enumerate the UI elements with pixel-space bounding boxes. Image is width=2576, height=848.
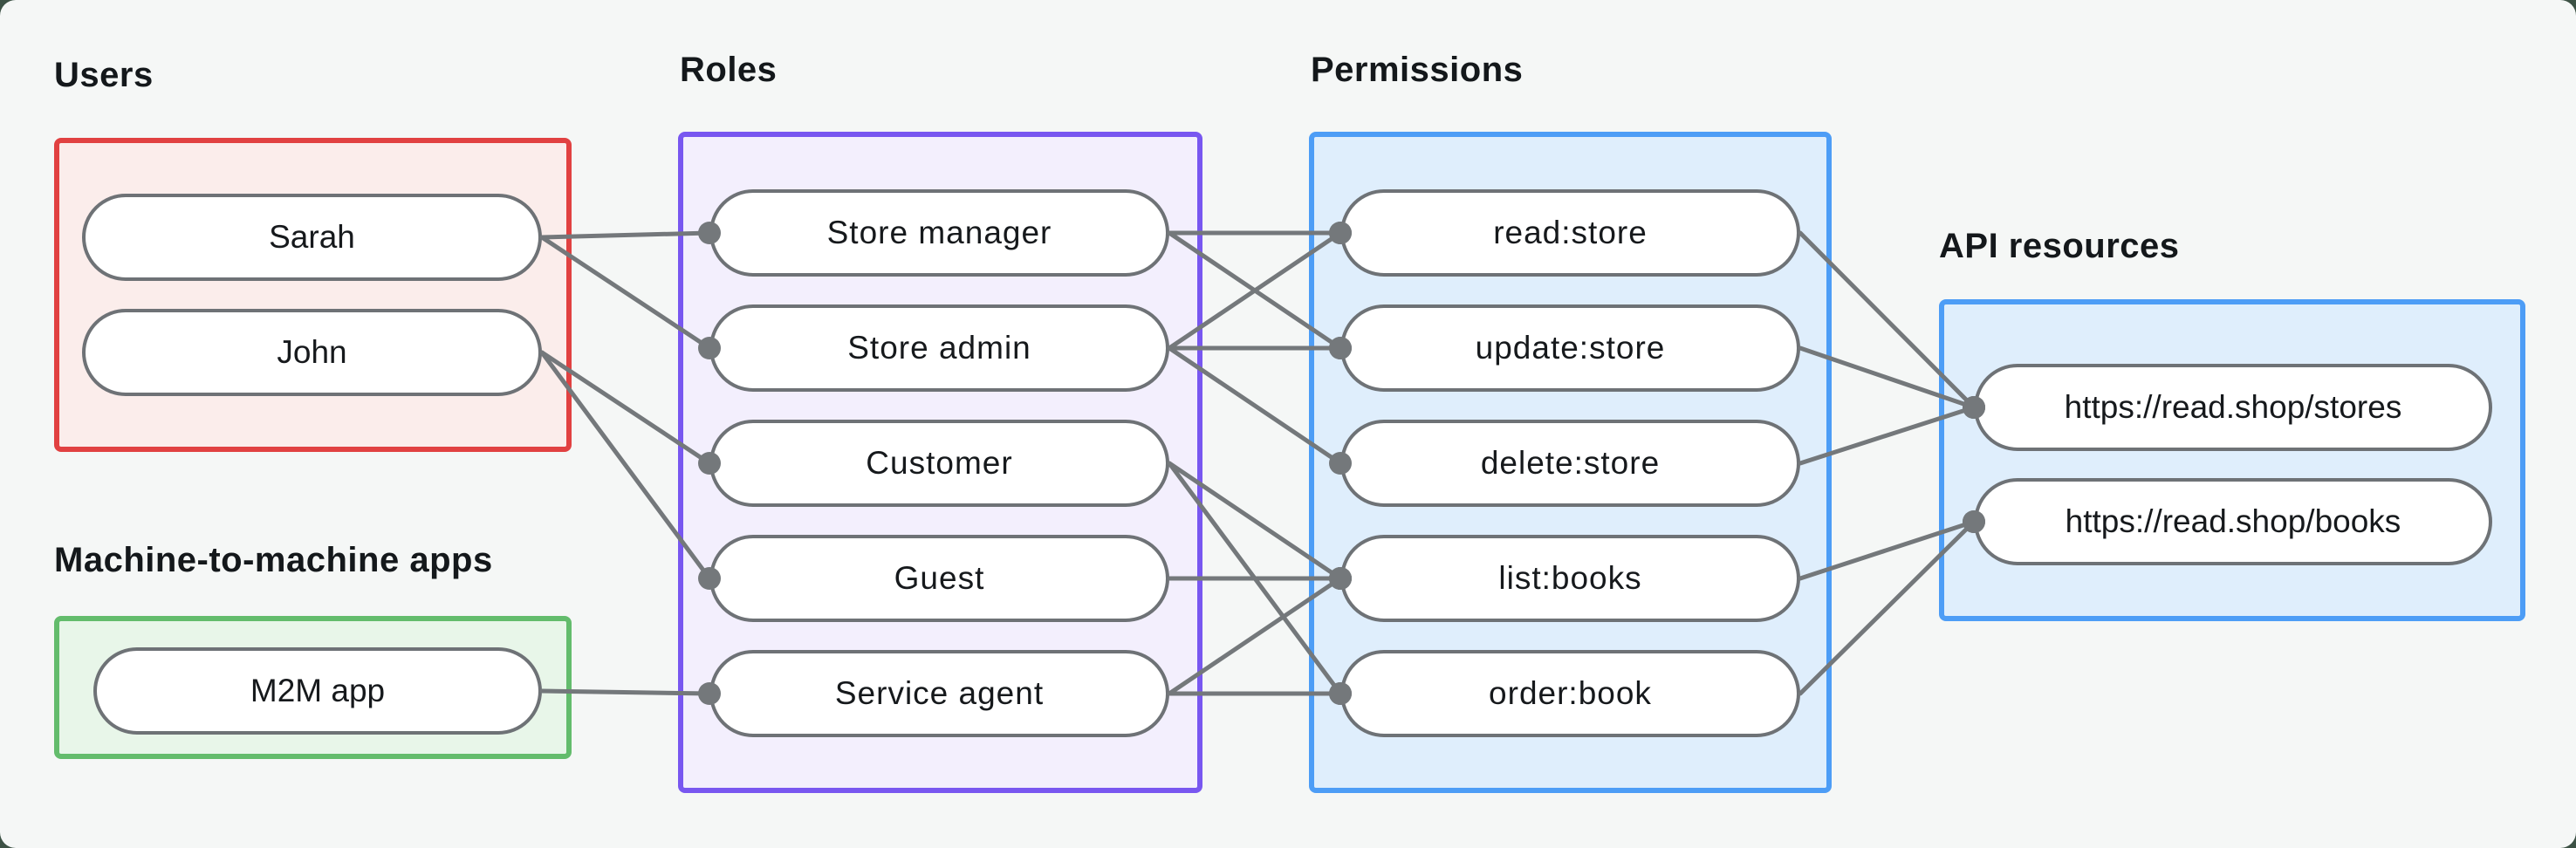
node-role-customer: Customer: [709, 420, 1169, 507]
node-user-sarah: Sarah: [82, 194, 542, 281]
node-permission-delete-store: delete:store: [1340, 420, 1800, 507]
node-user-john: John: [82, 309, 542, 396]
node-api-stores: https://read.shop/stores: [1974, 364, 2492, 451]
api-resources-group-box: [1939, 299, 2525, 621]
api-resources-heading: API resources: [1939, 227, 2180, 265]
node-permission-update-store: update:store: [1340, 304, 1800, 392]
node-permission-list-books: list:books: [1340, 535, 1800, 622]
users-heading: Users: [54, 56, 154, 94]
node-permission-read-store: read:store: [1340, 189, 1800, 277]
users-group-box: [54, 138, 572, 452]
node-role-guest: Guest: [709, 535, 1169, 622]
node-permission-order-book: order:book: [1340, 650, 1800, 737]
roles-heading: Roles: [680, 51, 778, 89]
node-api-books: https://read.shop/books: [1974, 478, 2492, 565]
node-m2m-app: M2M app: [93, 647, 542, 735]
m2m-apps-heading: Machine-to-machine apps: [54, 541, 493, 579]
permissions-heading: Permissions: [1311, 51, 1524, 89]
node-role-service-agent: Service agent: [709, 650, 1169, 737]
node-role-store-manager: Store manager: [709, 189, 1169, 277]
node-role-store-admin: Store admin: [709, 304, 1169, 392]
